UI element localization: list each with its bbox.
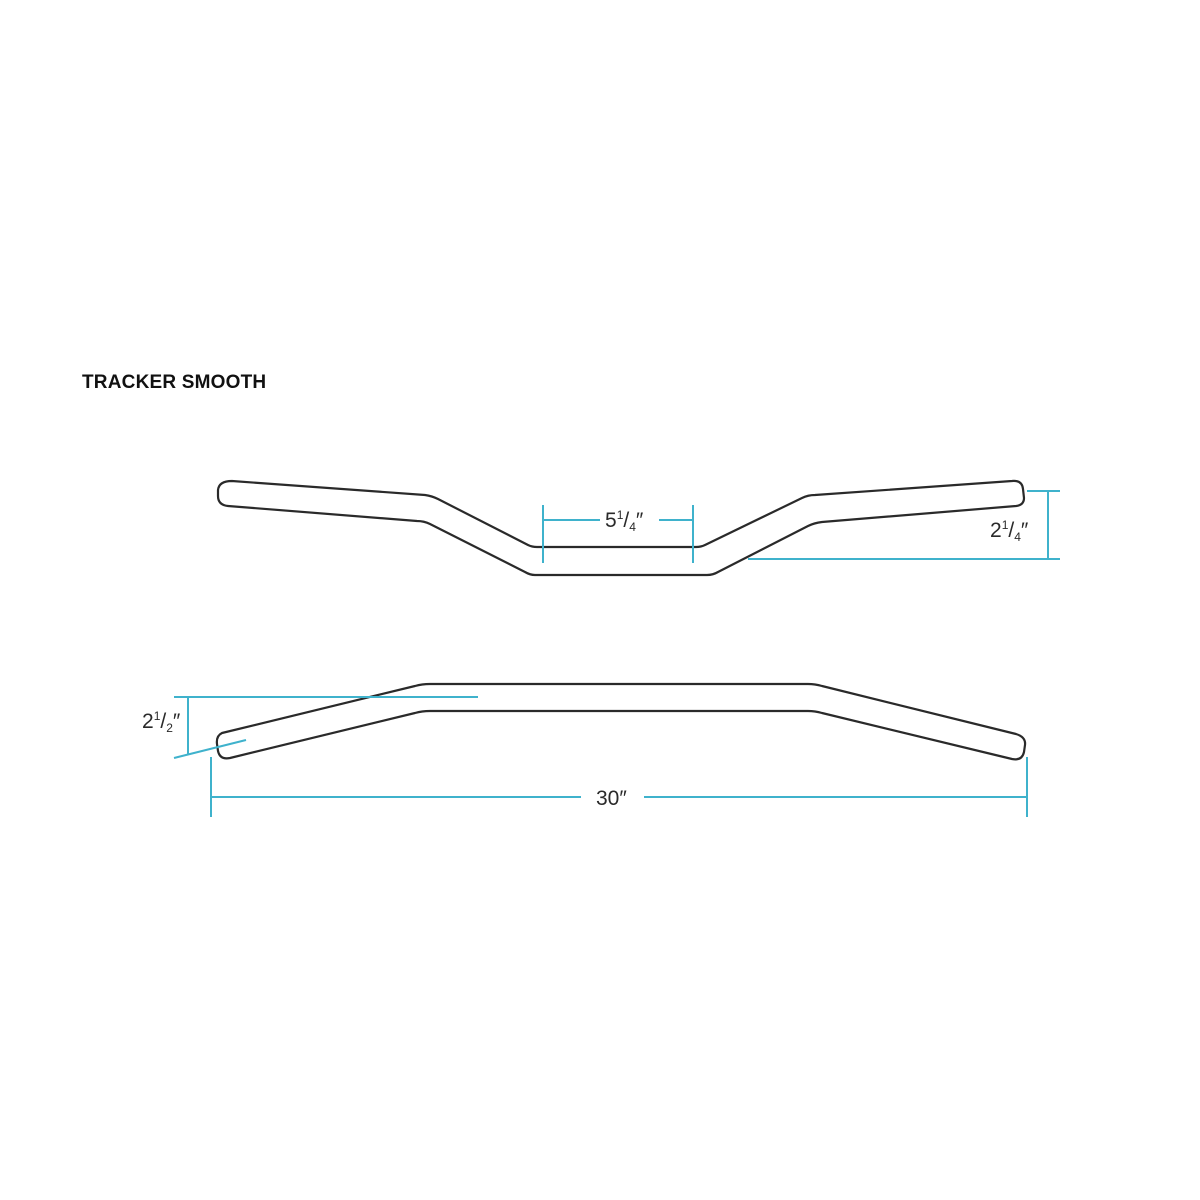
top-view-handlebar [215, 682, 1027, 761]
dimension-pullback: 21/2″ [142, 696, 478, 759]
front-view-outline [216, 479, 1026, 577]
top-view-outline [215, 682, 1027, 761]
dimension-rise: 21/4″ [748, 490, 1060, 560]
dimension-overall-width: 30″ [210, 757, 1028, 817]
diagram-title: TRACKER SMOOTH [82, 372, 267, 393]
pullback-label: 21/2″ [142, 709, 181, 735]
front-view-handlebar [216, 479, 1026, 577]
overall-width-label: 30″ [596, 787, 627, 810]
center-width-label: 51/4″ [605, 508, 644, 534]
dimension-center-width: 51/4″ [542, 505, 694, 563]
rise-label: 21/4″ [990, 518, 1029, 544]
